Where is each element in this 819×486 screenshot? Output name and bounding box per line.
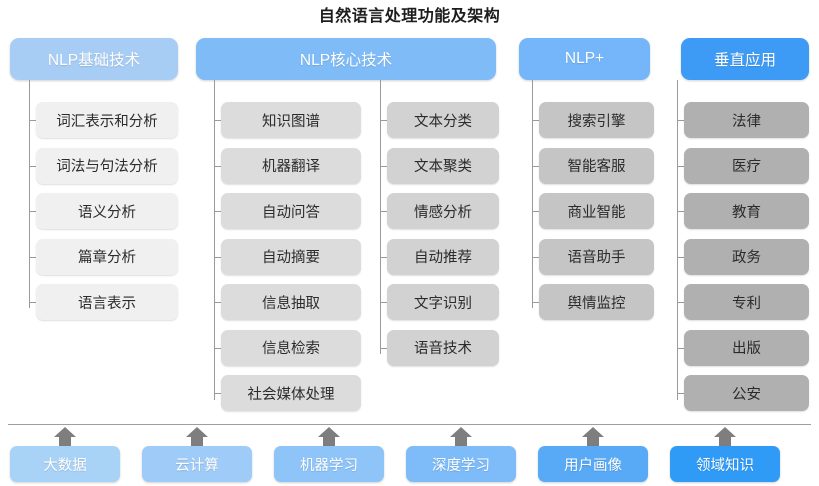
- leaf-box-nlp-core-a[interactable]: 机器翻译: [221, 147, 361, 184]
- branch-connector: [677, 393, 684, 394]
- leaf-box-nlp-basic[interactable]: 词法与句法分析: [36, 147, 178, 184]
- header-box-nlp-plus[interactable]: NLP+: [519, 38, 650, 80]
- leaf-box-nlp-plus[interactable]: 智能客服: [539, 147, 654, 184]
- branch-connector: [380, 257, 387, 258]
- leaf-box-nlp-plus[interactable]: 搜索引擎: [539, 102, 654, 138]
- foundation-box[interactable]: 深度学习: [406, 446, 516, 482]
- branch-connector: [214, 120, 221, 121]
- leaf-box-nlp-core-b[interactable]: 语音技术: [387, 329, 499, 366]
- branch-connector: [677, 302, 684, 303]
- leaf-box-nlp-core-a[interactable]: 社会媒体处理: [221, 375, 361, 411]
- leaf-box-nlp-basic[interactable]: 语义分析: [36, 193, 178, 229]
- connector-trunk-5: [677, 80, 678, 400]
- branch-connector: [214, 166, 221, 167]
- leaf-box-nlp-basic[interactable]: 语言表示: [36, 284, 178, 320]
- branch-connector: [29, 211, 36, 212]
- leaf-box-vertical-app[interactable]: 医疗: [684, 147, 809, 184]
- branch-connector: [677, 166, 684, 167]
- leaf-box-nlp-core-a[interactable]: 自动问答: [221, 193, 361, 229]
- branch-connector: [29, 257, 36, 258]
- leaf-box-nlp-core-a[interactable]: 自动摘要: [221, 238, 361, 275]
- up-arrow-icon: [52, 426, 78, 448]
- header-box-vertical-app[interactable]: 垂直应用: [681, 38, 809, 80]
- branch-connector: [532, 120, 539, 121]
- branch-connector: [214, 257, 221, 258]
- branch-connector: [532, 302, 539, 303]
- leaf-box-vertical-app[interactable]: 教育: [684, 193, 809, 229]
- branch-connector: [677, 348, 684, 349]
- branch-connector: [29, 166, 36, 167]
- branch-connector: [677, 120, 684, 121]
- branch-connector: [380, 348, 387, 349]
- leaf-box-vertical-app[interactable]: 专利: [684, 284, 809, 320]
- up-arrow-icon: [316, 426, 342, 448]
- leaf-box-nlp-core-b[interactable]: 自动推荐: [387, 238, 499, 275]
- branch-connector: [532, 211, 539, 212]
- branch-connector: [532, 166, 539, 167]
- branch-connector: [214, 348, 221, 349]
- branch-connector: [214, 302, 221, 303]
- branch-connector: [380, 302, 387, 303]
- up-arrow-icon: [448, 426, 474, 448]
- branch-connector: [380, 166, 387, 167]
- header-box-nlp-core[interactable]: NLP核心技术: [196, 38, 496, 80]
- leaf-box-nlp-core-b[interactable]: 情感分析: [387, 193, 499, 229]
- leaf-box-nlp-core-a[interactable]: 信息抽取: [221, 284, 361, 320]
- connector-trunk-1: [29, 80, 30, 308]
- branch-connector: [29, 302, 36, 303]
- leaf-box-vertical-app[interactable]: 公安: [684, 375, 809, 411]
- branch-connector: [677, 211, 684, 212]
- page-title: 自然语言处理功能及架构: [318, 8, 501, 25]
- leaf-box-nlp-plus[interactable]: 语音助手: [539, 238, 654, 275]
- leaf-box-nlp-core-a[interactable]: 信息检索: [221, 329, 361, 366]
- foundation-box[interactable]: 用户画像: [538, 446, 648, 482]
- leaf-box-vertical-app[interactable]: 政务: [684, 238, 809, 275]
- foundation-box[interactable]: 机器学习: [274, 446, 384, 482]
- leaf-box-nlp-plus[interactable]: 舆情监控: [539, 284, 654, 320]
- leaf-box-nlp-core-b[interactable]: 文本分类: [387, 102, 499, 138]
- leaf-box-nlp-core-a[interactable]: 知识图谱: [221, 102, 361, 138]
- foundation-divider: [8, 424, 811, 425]
- leaf-box-nlp-plus[interactable]: 商业智能: [539, 193, 654, 229]
- leaf-box-nlp-core-b[interactable]: 文本聚类: [387, 147, 499, 184]
- foundation-box[interactable]: 大数据: [10, 446, 120, 482]
- branch-connector: [29, 120, 36, 121]
- leaf-box-vertical-app[interactable]: 出版: [684, 329, 809, 366]
- leaf-box-nlp-basic[interactable]: 篇章分析: [36, 238, 178, 275]
- connector-trunk-4: [532, 80, 533, 308]
- branch-connector: [380, 120, 387, 121]
- leaf-box-nlp-core-b[interactable]: 文字识别: [387, 284, 499, 320]
- up-arrow-icon: [712, 426, 738, 448]
- foundation-box[interactable]: 云计算: [142, 446, 252, 482]
- branch-connector: [677, 257, 684, 258]
- branch-connector: [214, 211, 221, 212]
- branch-connector: [380, 211, 387, 212]
- connector-trunk-2: [214, 80, 215, 400]
- up-arrow-icon: [184, 426, 210, 448]
- header-box-nlp-basic[interactable]: NLP基础技术: [10, 38, 178, 80]
- leaf-box-vertical-app[interactable]: 法律: [684, 102, 809, 138]
- branch-connector: [532, 257, 539, 258]
- foundation-box[interactable]: 领域知识: [670, 446, 780, 482]
- branch-connector: [214, 393, 221, 394]
- leaf-box-nlp-basic[interactable]: 词汇表示和分析: [36, 102, 178, 138]
- connector-trunk-3: [380, 80, 381, 354]
- up-arrow-icon: [580, 426, 606, 448]
